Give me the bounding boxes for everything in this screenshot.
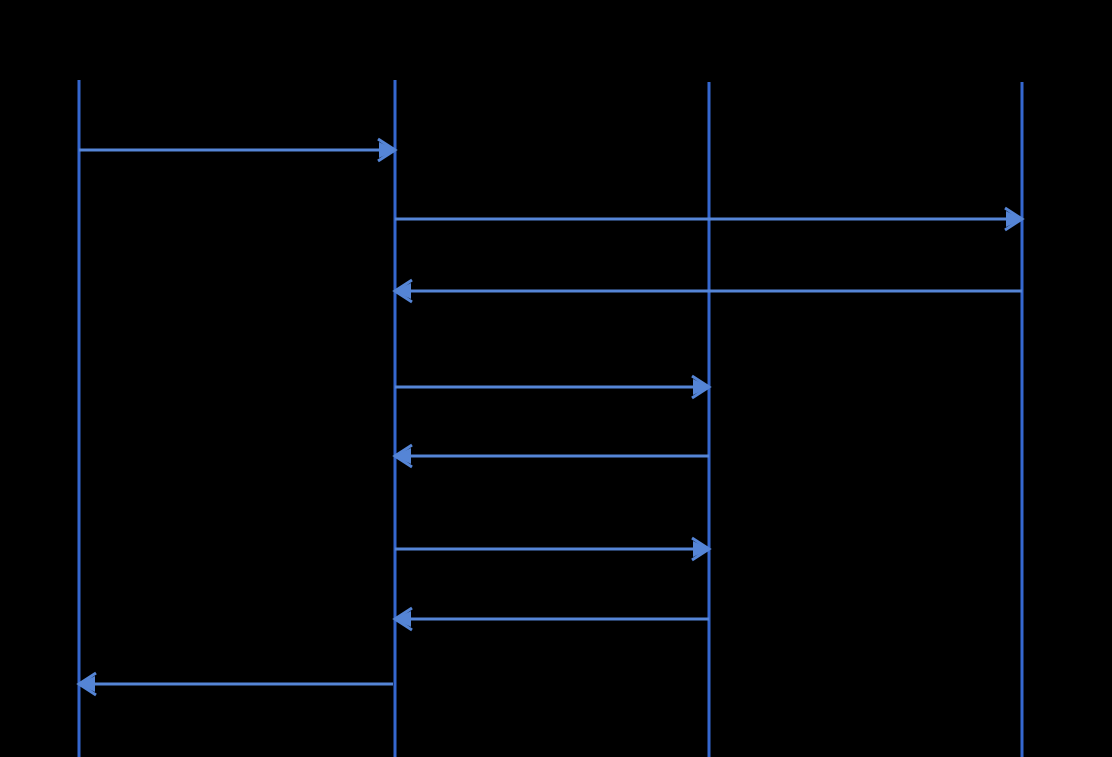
messages-group [76,137,1025,697]
lifelines-group [77,80,1024,757]
message-3[interactable] [392,278,1022,304]
message-8[interactable] [76,671,393,697]
arrowhead-fill-6 [693,541,709,557]
arrowhead-fill-7 [395,611,411,627]
message-5[interactable] [392,443,709,469]
message-6[interactable] [395,536,712,562]
arrowhead-fill-1 [379,142,395,158]
arrowhead-fill-4 [693,379,709,395]
message-1[interactable] [79,137,398,163]
arrowhead-fill-3 [395,283,411,299]
arrowhead-fill-2 [1006,211,1022,227]
arrowhead-fill-5 [395,448,411,464]
message-7[interactable] [392,606,709,632]
message-2[interactable] [395,206,1025,232]
message-4[interactable] [395,374,712,400]
arrowhead-fill-8 [79,676,95,692]
